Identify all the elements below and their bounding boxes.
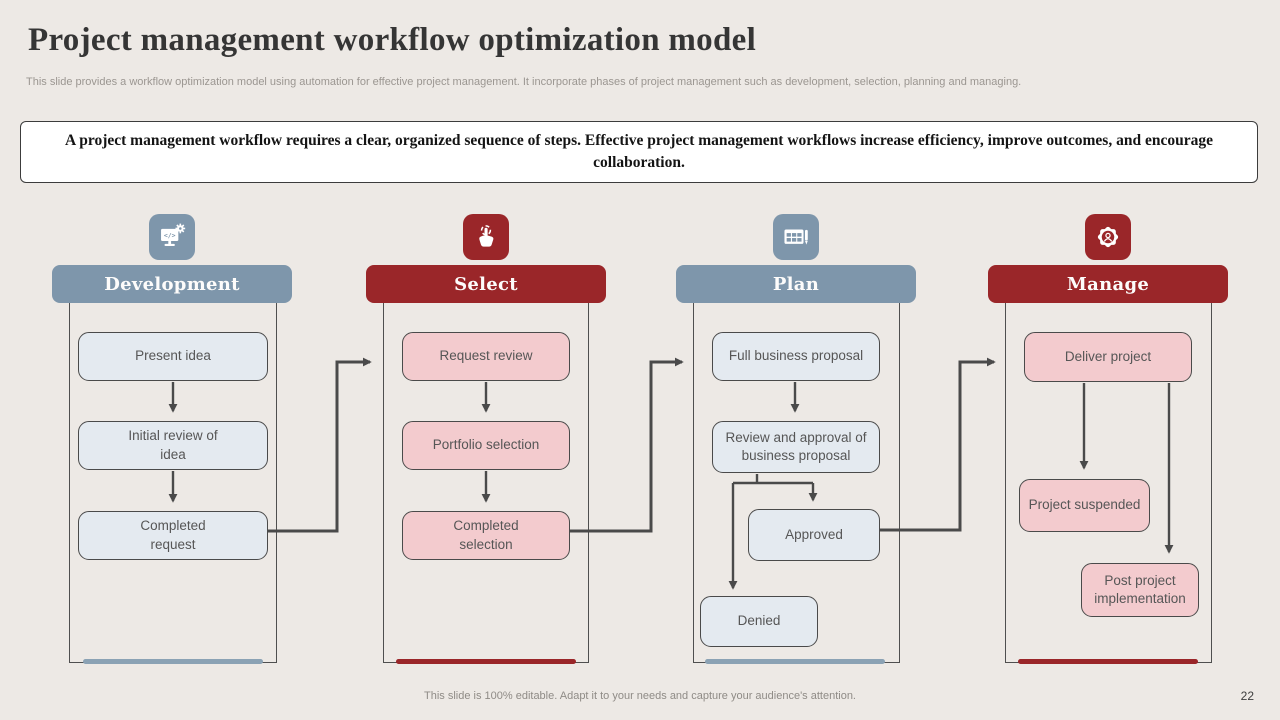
step-label: Review and approval of business proposal: [725, 429, 867, 463]
step-box-approved: Approved: [748, 509, 880, 561]
gear-user-icon: [1085, 214, 1131, 260]
key-message-box: A project management workflow requires a…: [20, 121, 1258, 183]
baseline-select: [396, 659, 576, 664]
step-label: Post project implementation: [1094, 572, 1186, 606]
step-label: Project suspended: [1028, 497, 1141, 513]
page-title: Project management workflow optimization…: [28, 22, 757, 58]
step-label: Initial review of idea: [128, 428, 218, 462]
step-label: Present idea: [135, 348, 211, 364]
step-box-present-idea: Present idea: [78, 332, 268, 381]
connector-dev-to-select: [268, 357, 372, 533]
baseline-development: [83, 659, 263, 664]
column-title: Development: [104, 273, 240, 295]
slide-subtitle: This slide provides a workflow optimizat…: [26, 76, 1022, 88]
step-label: Approved: [785, 526, 843, 542]
step-box-initial-review: Initial review of idea: [78, 421, 268, 470]
step-label: Full business proposal: [728, 348, 864, 364]
monitor-code-icon-svg: </>: [161, 223, 186, 246]
column-header-development: Development: [52, 265, 292, 303]
step-box-denied: Denied: [700, 596, 818, 647]
column-title: Manage: [1066, 273, 1150, 295]
step-box-post-project-implementation: Post project implementation: [1081, 563, 1199, 617]
column-title: Select: [454, 273, 518, 295]
calendar-pen-icon-svg: [784, 229, 808, 245]
tap-hand-icon: [463, 214, 509, 260]
step-label: Deliver project: [1064, 348, 1152, 364]
step-box-completed-request: Completed request: [78, 511, 268, 560]
column-title: Plan: [772, 273, 820, 295]
step-label: Denied: [737, 613, 781, 629]
step-box-review-approval: Review and approval of business proposal: [712, 421, 880, 473]
step-box-portfolio-selection: Portfolio selection: [402, 421, 570, 470]
baseline-manage: [1018, 659, 1198, 664]
gear-user-icon-svg: [1097, 226, 1119, 248]
footer-note: This slide is 100% editable. Adapt it to…: [424, 690, 856, 702]
step-box-full-business-proposal: Full business proposal: [712, 332, 880, 381]
key-message-text: A project management workflow requires a…: [65, 131, 1213, 171]
step-label: Request review: [439, 348, 533, 364]
step-box-request-review: Request review: [402, 332, 570, 381]
tap-hand-icon-svg: [479, 225, 494, 247]
baseline-plan: [705, 659, 885, 664]
page-number: 22: [1240, 689, 1254, 703]
step-box-project-suspended: Project suspended: [1019, 479, 1150, 532]
step-label: Completed request: [140, 518, 206, 552]
step-box-deliver-project: Deliver project: [1024, 332, 1192, 382]
step-box-completed-selection: Completed selection: [402, 511, 570, 560]
step-label: Completed selection: [453, 518, 519, 552]
monitor-code-icon: </>: [149, 214, 195, 260]
calendar-pen-icon: [773, 214, 819, 260]
step-label: Portfolio selection: [432, 437, 540, 453]
svg-text:</>: </>: [164, 231, 176, 239]
column-header-manage: Manage: [988, 265, 1228, 303]
column-header-select: Select: [366, 265, 606, 303]
column-header-plan: Plan: [676, 265, 916, 303]
